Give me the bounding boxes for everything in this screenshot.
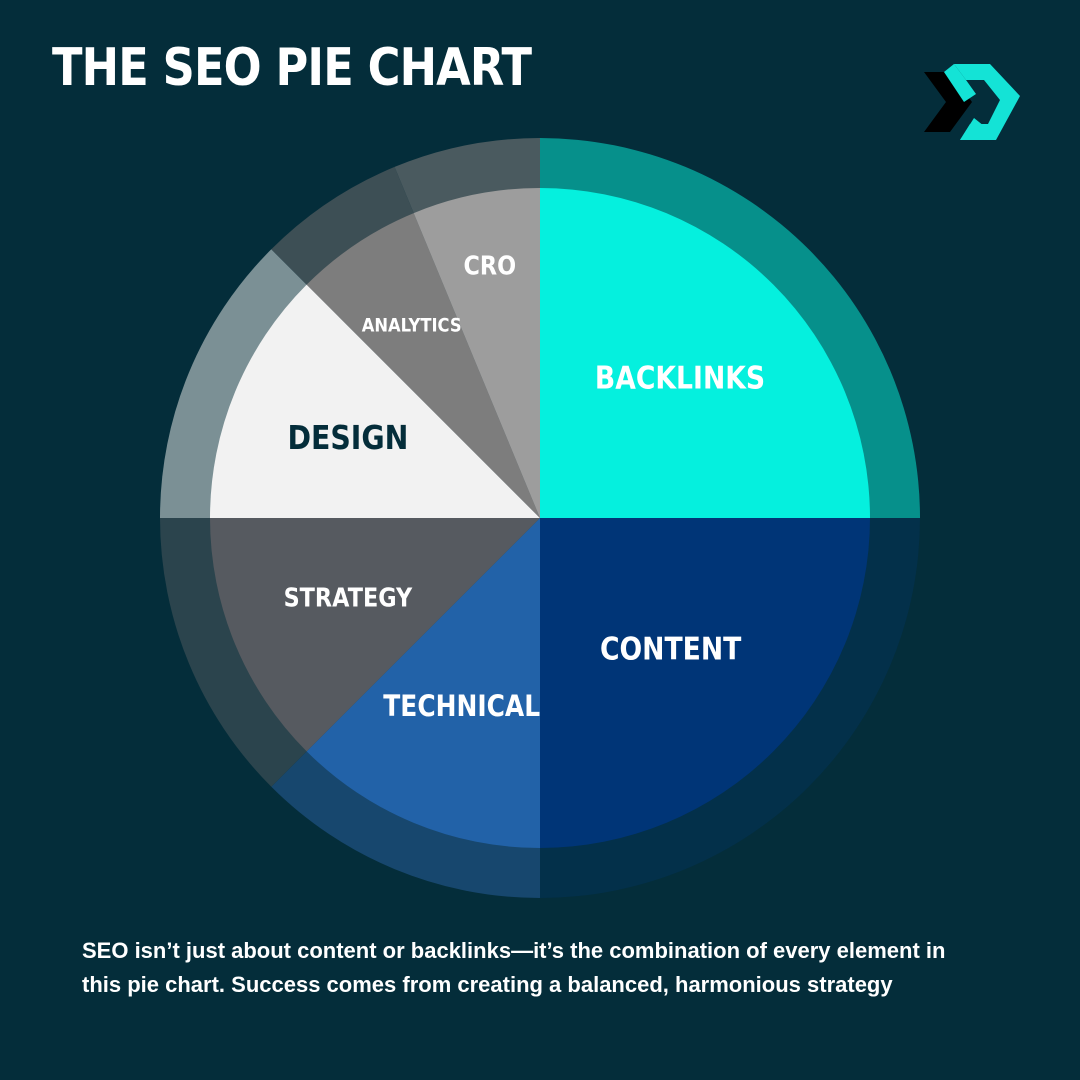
pie-slice-content (540, 518, 870, 848)
pie-slice-cro (413, 188, 540, 518)
pie-slice-strategy (210, 518, 540, 752)
pie-label-design: DESIGN (287, 419, 408, 458)
pie-label-content: CONTENT (600, 630, 742, 666)
pie-slice-technical (306, 518, 540, 848)
pie-label-backlinks: BACKLINKS (595, 360, 765, 396)
pie-label-technical: TECHNICAL (383, 690, 540, 723)
pie-slice-backlinks (540, 188, 870, 518)
pie-label-strategy: STRATEGY (284, 582, 413, 613)
pie-slice-analytics (306, 213, 540, 518)
pie-label-cro: CRO (463, 250, 516, 281)
pie-label-analytics: ANALYTICS (362, 315, 462, 336)
brand-x-logo-icon (924, 64, 1020, 140)
caption-text: SEO isn’t just about content or backlink… (82, 938, 946, 997)
page-title: THE SEO PIE CHART (52, 38, 532, 98)
pie-slice-design (210, 284, 540, 518)
